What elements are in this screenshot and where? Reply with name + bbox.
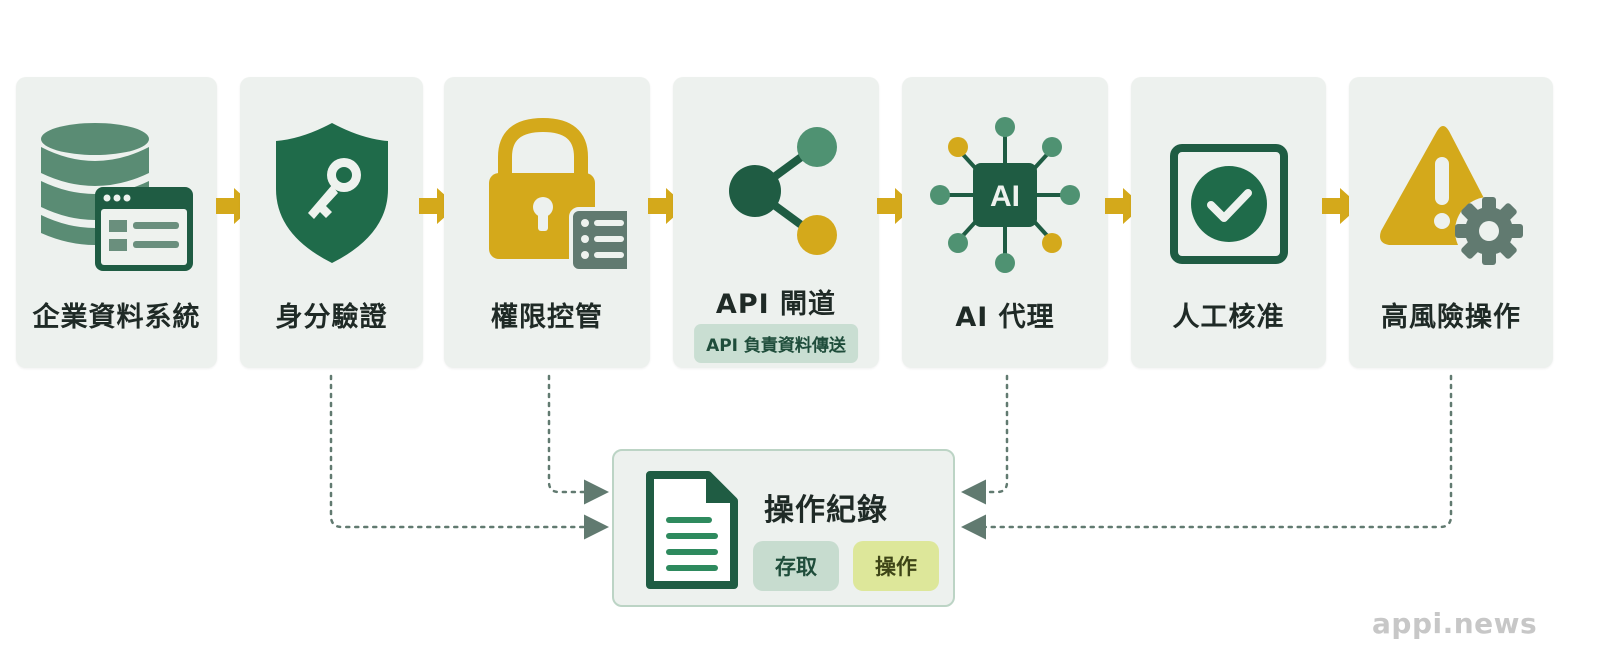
step-label: 權限控管 xyxy=(491,302,603,333)
step-label: API 閘道 xyxy=(715,289,837,320)
step-label: 高風險操作 xyxy=(1381,302,1521,333)
step-api-gateway: API 閘道 API 負責資料傳送 xyxy=(673,77,879,368)
log-tag-operation: 操作 xyxy=(853,541,939,591)
step-label: 身分驗證 xyxy=(275,302,388,333)
warning-gear-icon xyxy=(1380,126,1523,265)
flow-arrow-icon xyxy=(1105,188,1143,224)
log-title: 操作紀錄 xyxy=(764,493,888,528)
document-icon xyxy=(646,471,738,589)
padlock-list-icon xyxy=(489,117,627,273)
connector-permission xyxy=(547,374,609,505)
api-badge: API 負責資料傳送 xyxy=(694,324,858,363)
ai-chip-text: AI xyxy=(990,180,1020,213)
step-label: 企業資料系統 xyxy=(32,302,201,333)
step-identity-verification: 身分驗證 xyxy=(240,77,423,368)
watermark: appi.news xyxy=(1372,607,1538,640)
step-ai-agent: AI AI 代理 xyxy=(902,77,1108,368)
step-high-risk-operation: 高風險操作 xyxy=(1349,77,1553,368)
shield-key-icon xyxy=(275,123,388,263)
database-icon xyxy=(40,123,193,271)
flow-arrow-icon xyxy=(877,188,915,224)
connector-ai-agent xyxy=(961,374,1009,505)
step-access-control: 權限控管 xyxy=(444,77,650,368)
flow-arrow-icon xyxy=(216,188,254,224)
connector-auth xyxy=(329,374,609,540)
step-label: 人工核准 xyxy=(1172,302,1285,333)
ai-chip-icon: AI xyxy=(930,117,1080,273)
flow-arrow-icon xyxy=(648,188,686,224)
operation-log-box: 操作紀錄 存取 操作 xyxy=(612,449,955,607)
flow-arrow-icon xyxy=(419,188,457,224)
connector-high-risk xyxy=(961,374,1453,540)
flow-arrow-icon xyxy=(1322,188,1360,224)
step-human-approval: 人工核准 xyxy=(1131,77,1326,368)
share-nodes-icon xyxy=(729,127,837,255)
step-enterprise-data: 企業資料系統 xyxy=(16,77,217,368)
step-label: AI 代理 xyxy=(955,302,1055,333)
log-tag-access: 存取 xyxy=(753,541,839,591)
checkbox-icon xyxy=(1169,144,1288,264)
